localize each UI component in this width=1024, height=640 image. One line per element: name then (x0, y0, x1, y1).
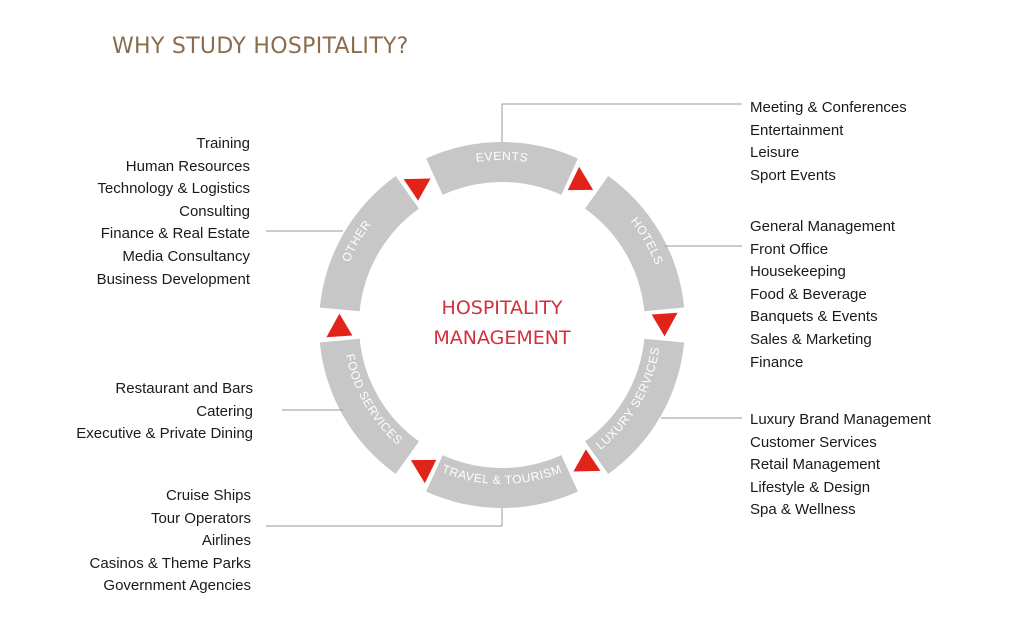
list-item: Catering (196, 402, 253, 420)
list-item: Lifestyle & Design (750, 478, 871, 496)
list-item: Government Agencies (103, 577, 251, 595)
list-item: Cruise Ships (165, 487, 251, 504)
list-item: Sport Events (750, 166, 836, 184)
list-item: Banquets & Events (750, 308, 878, 326)
list-item: Training (196, 135, 250, 152)
travel-tourism-segment (426, 455, 578, 508)
list-item: Executive & Private Dining (76, 425, 253, 443)
list-item: Consulting (179, 202, 250, 220)
list-item: Airlines (201, 532, 251, 550)
events-segment (426, 142, 578, 195)
flow-arrow-icon (567, 166, 594, 191)
list-item: Sales & Marketing (750, 330, 872, 348)
list-item: Finance (750, 353, 804, 371)
list-item: Spa & Wellness (750, 501, 856, 519)
list-item: Technology & Logistics (97, 180, 250, 198)
page-title: WHY STUDY HOSPITALITY? (112, 34, 409, 59)
list-item: Customer Services (750, 433, 877, 451)
list-item: Retail Management (750, 456, 881, 474)
list-item: Housekeeping (750, 263, 846, 281)
events-label: EVENTS (475, 149, 529, 165)
list-item: Restaurant and Bars (115, 380, 253, 397)
center-label: MANAGEMENT (433, 327, 571, 349)
flow-arrow-icon (573, 449, 601, 472)
list-item: Food & Beverage (750, 285, 867, 303)
list-item: Meeting & Conferences (750, 99, 907, 116)
other-segment (319, 176, 419, 312)
list-item: Luxury Brand Management (750, 411, 931, 428)
flow-arrow-icon (326, 313, 353, 338)
list-item: General Management (750, 218, 896, 235)
list-item: Leisure (750, 144, 800, 162)
list-item: Tour Operators (150, 509, 251, 527)
list-item: Casinos & Theme Parks (89, 554, 251, 572)
list-item: Business Development (96, 270, 250, 288)
list-item: Human Resources (125, 157, 250, 175)
list-item: Finance & Real Estate (100, 225, 250, 243)
center-label: HOSPITALITY (442, 297, 563, 319)
list-item: Front Office (750, 240, 829, 258)
events-connector (501, 103, 742, 142)
flow-arrow-icon (403, 178, 431, 201)
list-item: Media Consultancy (122, 247, 250, 265)
travel-tourism-connector (266, 508, 503, 527)
flow-arrow-icon (410, 459, 437, 484)
hotels-segment (585, 176, 685, 312)
list-item: Entertainment (750, 121, 844, 139)
flow-arrow-icon (651, 312, 678, 337)
food-services-segment (319, 338, 419, 474)
luxury-services-segment (585, 338, 685, 474)
